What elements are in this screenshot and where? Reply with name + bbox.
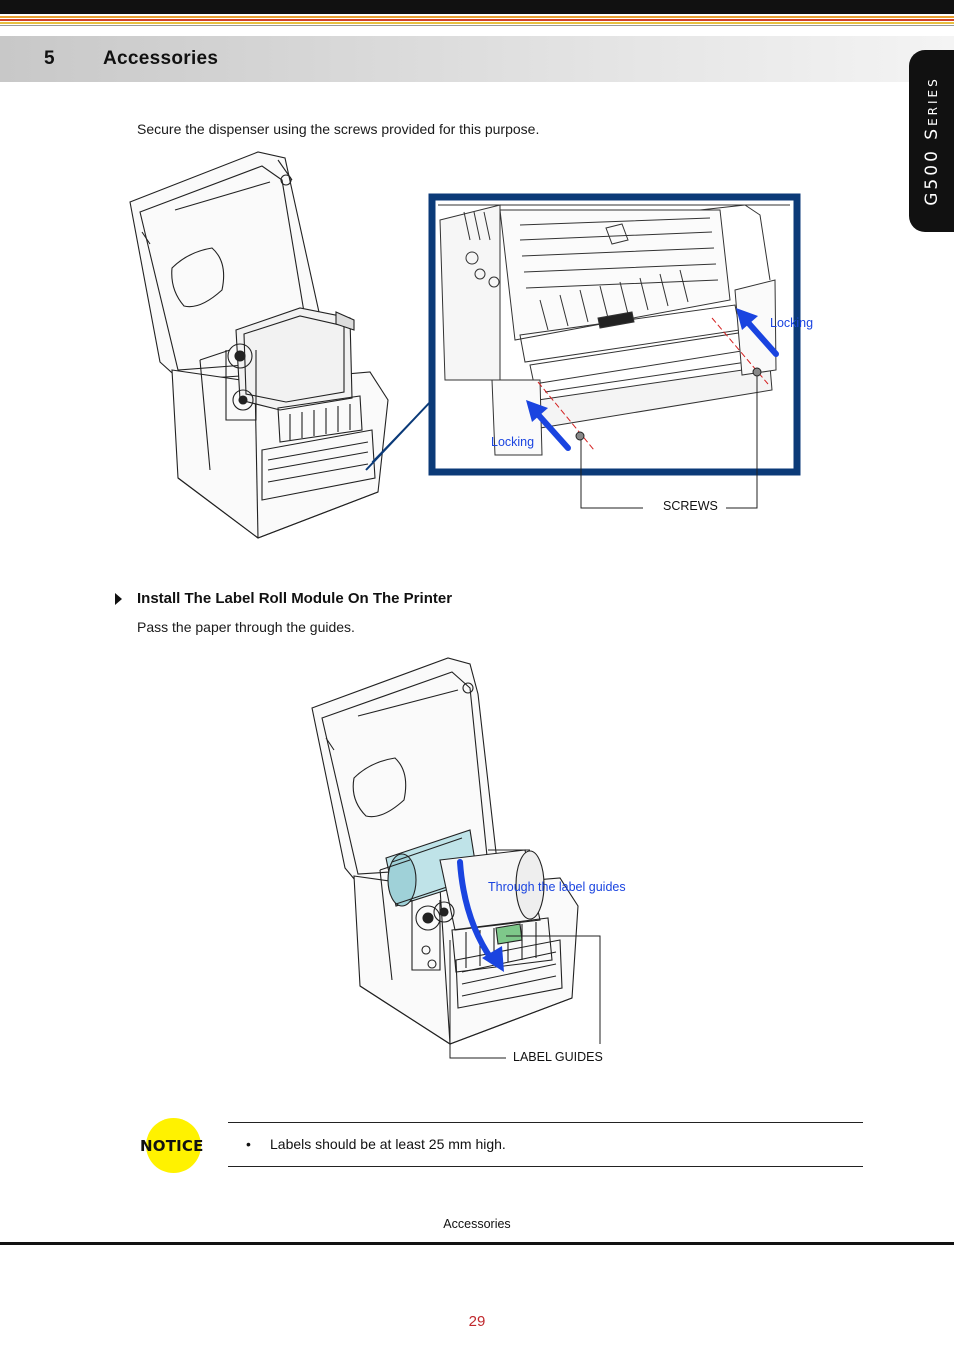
- triangle-bullet-icon: [115, 593, 122, 605]
- footer-rule: [0, 1242, 954, 1245]
- intro-text: Secure the dispenser using the screws pr…: [137, 121, 540, 137]
- notice-bottom-rule: [228, 1166, 863, 1167]
- notice-badge-label: NOTICE: [140, 1137, 204, 1155]
- notice-top-rule: [228, 1122, 863, 1123]
- page-number: 29: [468, 1313, 486, 1330]
- subsection-title: Install The Label Roll Module On The Pri…: [137, 590, 453, 607]
- callout-locking-right: Locking: [770, 316, 814, 330]
- callout-screws: SCREWS: [663, 499, 718, 513]
- series-side-tab: G500 Series: [909, 50, 954, 232]
- callout-through-label-guides: Through the label guides: [488, 880, 626, 894]
- bullet-dot-icon: •: [246, 1136, 251, 1152]
- footer-section-label: Accessories: [443, 1217, 511, 1231]
- subsection-text: Pass the paper through the guides.: [137, 619, 355, 635]
- section-title: Accessories: [103, 48, 219, 69]
- section-header-band: [0, 36, 954, 82]
- callout-locking-left: Locking: [491, 435, 535, 449]
- notice-item: • Labels should be at least 25 mm high.: [246, 1136, 506, 1152]
- notice-item-text: Labels should be at least 25 mm high.: [270, 1136, 506, 1152]
- top-stripe-decoration: [0, 0, 954, 26]
- callout-label-guides: LABEL GUIDES: [513, 1050, 603, 1064]
- section-number: 5: [44, 48, 55, 69]
- notice-badge-circle: [146, 1118, 201, 1173]
